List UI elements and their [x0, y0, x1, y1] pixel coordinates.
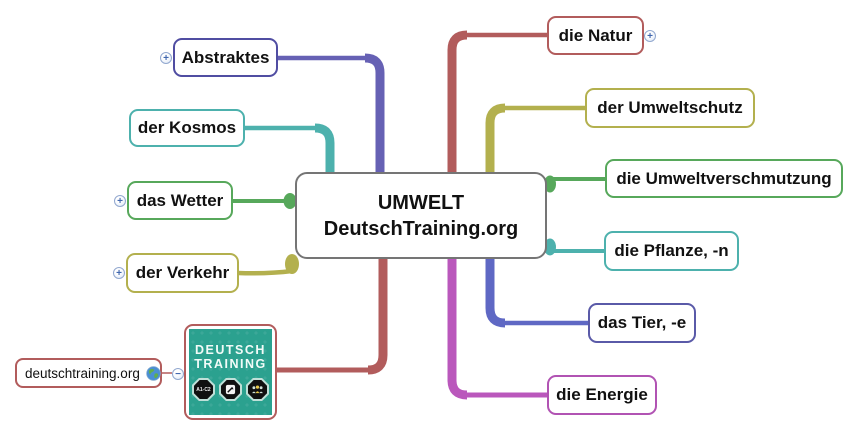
topic-die-umweltverschmutzung[interactable]: die Umweltverschmutzung — [605, 159, 843, 198]
topic-die-pflanze[interactable]: die Pflanze, -n — [604, 231, 739, 271]
logo-badges: A1-C2 — [192, 378, 269, 401]
topic-die-natur[interactable]: die Natur — [547, 16, 644, 55]
branch-umweltschutz — [485, 103, 587, 173]
topic-der-umweltschutz[interactable]: der Umweltschutz — [585, 88, 755, 128]
image-node-deutschtraining-logo[interactable]: DEUTSCH TRAINING A1-C2 — [184, 324, 277, 420]
people-icon — [246, 378, 269, 401]
globe-icon — [146, 365, 161, 381]
branch-energie — [447, 258, 549, 400]
branch-pflanze — [544, 238, 606, 256]
link-node-deutschtraining[interactable]: deutschtraining.org — [15, 358, 162, 388]
topic-der-kosmos[interactable]: der Kosmos — [129, 109, 245, 147]
central-topic-title: UMWELT — [377, 191, 465, 214]
topic-der-verkehr[interactable]: der Verkehr — [126, 253, 239, 293]
link-node-label: deutschtraining.org — [25, 365, 140, 381]
branch-umweltverschmutzung — [544, 175, 607, 193]
branch-wetter — [231, 193, 297, 209]
branch-kosmos — [243, 123, 335, 173]
chart-icon — [219, 378, 242, 401]
level-badge-text: A1-C2 — [196, 386, 211, 393]
branch-tier — [485, 258, 590, 328]
logo-brand-line2: TRAINING — [194, 357, 267, 371]
level-badge-icon: A1-C2 — [192, 378, 215, 401]
topic-die-energie[interactable]: die Energie — [547, 375, 657, 415]
expand-icon-die-natur[interactable]: + — [644, 30, 656, 42]
branch-natur — [447, 30, 549, 173]
central-topic-subtitle: DeutschTraining.org — [323, 217, 519, 240]
topic-das-wetter[interactable]: das Wetter — [127, 181, 233, 220]
deutschtraining-logo: DEUTSCH TRAINING A1-C2 — [189, 329, 272, 415]
expand-icon-das-wetter[interactable]: + — [114, 195, 126, 207]
logo-brand-line1: DEUTSCH — [195, 343, 266, 357]
expand-icon-abstraktes[interactable]: + — [160, 52, 172, 64]
branch-verkehr — [237, 254, 299, 276]
branch-abstraktes — [275, 53, 385, 173]
topic-abstraktes[interactable]: Abstraktes — [173, 38, 278, 77]
expand-icon-der-verkehr[interactable]: + — [113, 267, 125, 279]
central-topic[interactable]: UMWELT DeutschTraining.org — [295, 172, 547, 259]
branch-image-node — [275, 258, 388, 375]
topic-das-tier[interactable]: das Tier, -e — [588, 303, 696, 343]
collapse-icon-image-node[interactable]: − — [172, 368, 184, 380]
